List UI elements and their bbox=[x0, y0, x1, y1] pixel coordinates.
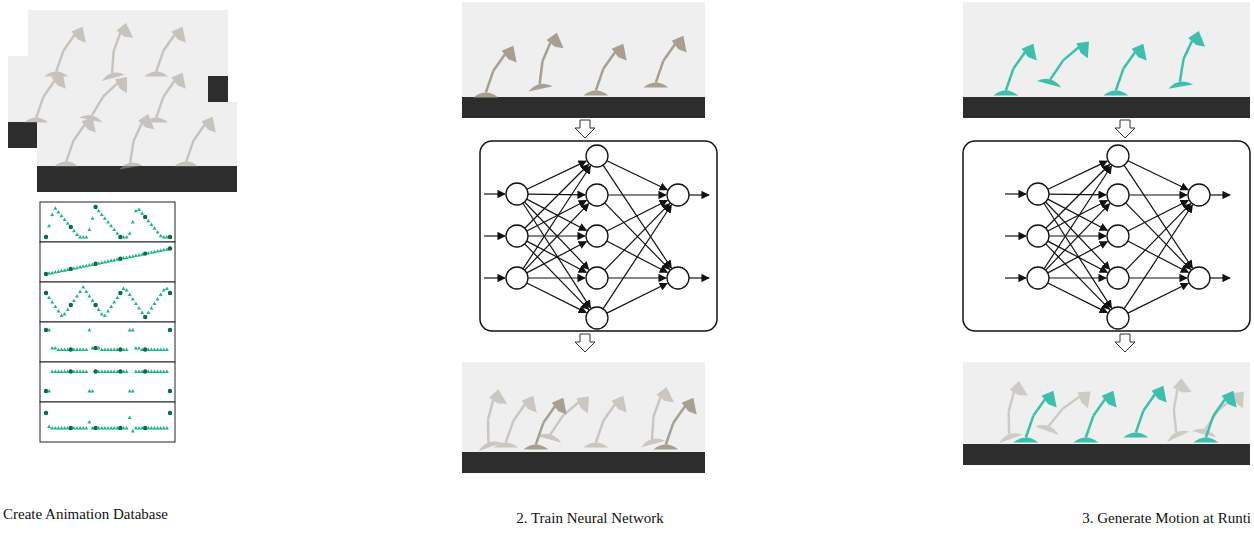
animation-stack bbox=[8, 10, 237, 192]
curve-plot bbox=[40, 202, 175, 442]
network-graph bbox=[484, 145, 709, 329]
runtime-panel bbox=[963, 2, 1250, 465]
panel-caption: 3. Generate Motion at Runti bbox=[1082, 510, 1251, 527]
training-panel bbox=[461, 2, 717, 473]
network-graph bbox=[1005, 145, 1230, 329]
panel-caption: Create Animation Database bbox=[3, 506, 168, 523]
panel-caption: 2. Train Neural Network bbox=[516, 510, 663, 527]
neural-network bbox=[484, 145, 1230, 329]
